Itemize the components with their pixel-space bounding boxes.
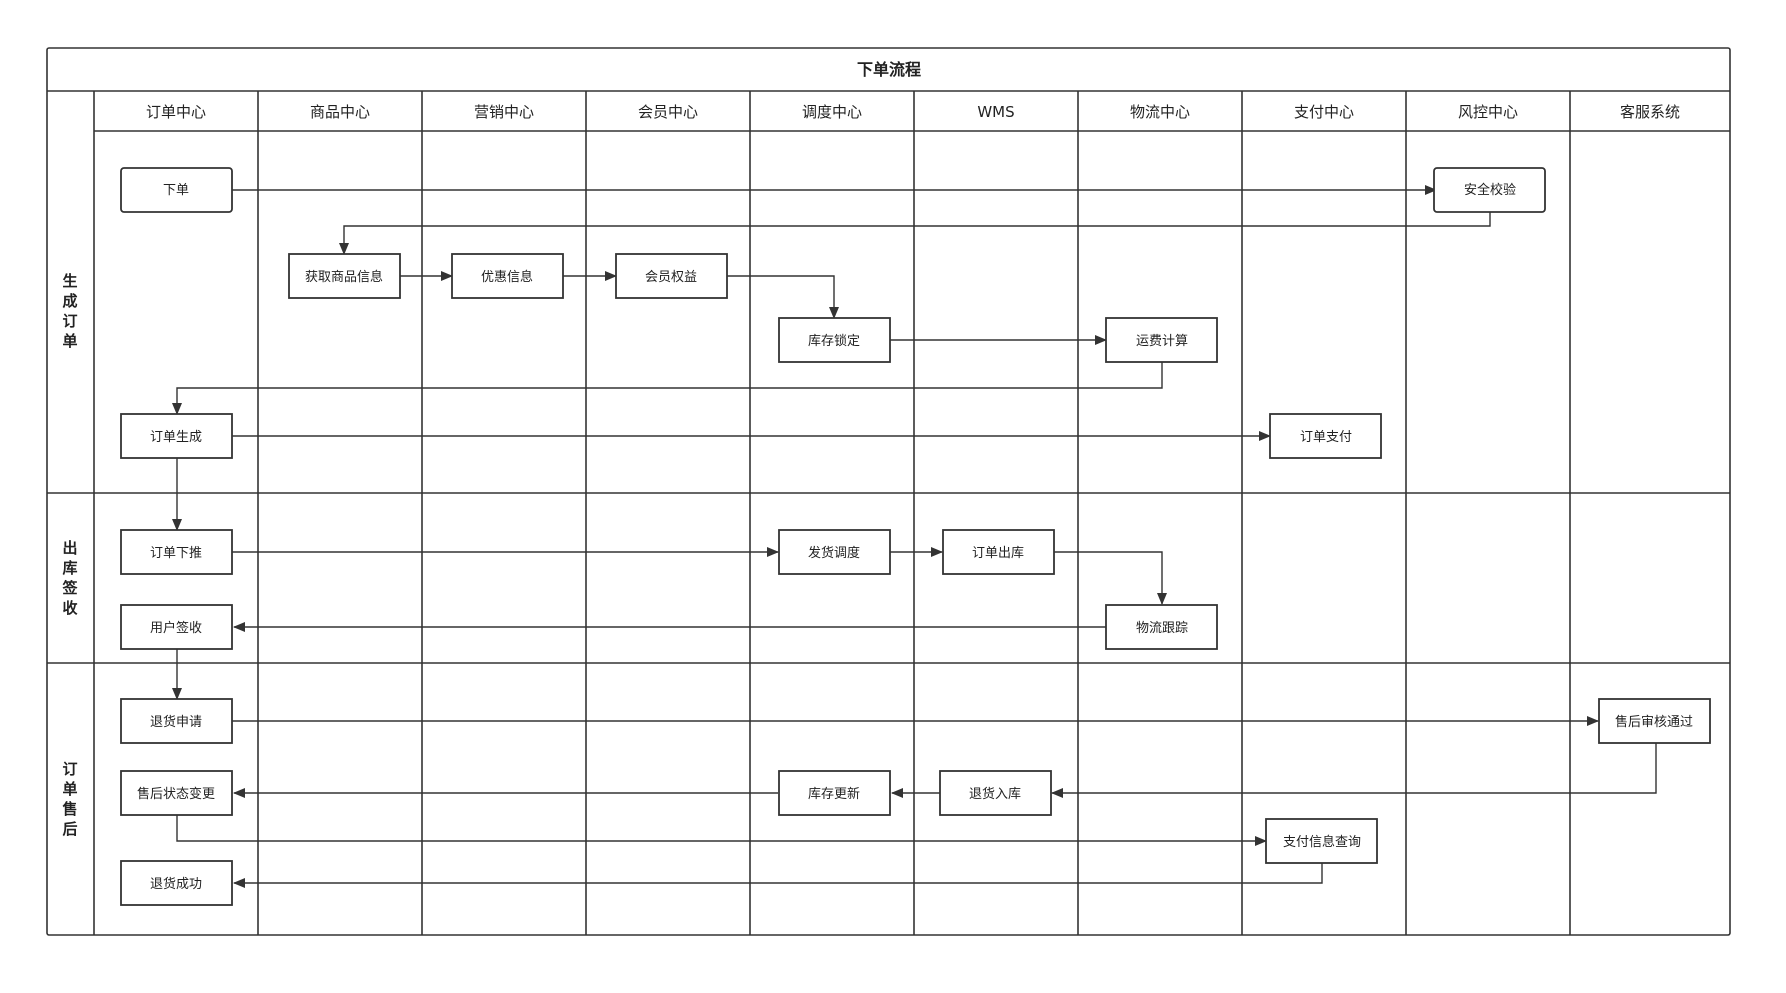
edge-pay-query-to-return-success [233,863,1323,888]
lane-grid [46,47,1731,936]
node-security-check: 安全校验 [1433,167,1546,213]
node-order-created: 订单生成 [120,413,233,459]
row-labels: 生成订单 出库签收 订单售后 [61,272,78,838]
node-aftersale-approved: 售后审核通过 [1598,698,1711,744]
node-label: 安全校验 [1464,182,1516,198]
node-label: 订单生成 [150,430,202,445]
col-header-marketing-center: 营销中心 [474,103,534,121]
row-label-create-order: 生成订单 [62,272,77,350]
diagram-title: 下单流程 [857,60,921,79]
node-order-pay: 订单支付 [1269,413,1382,459]
node-label: 订单下推 [150,546,202,561]
col-header-order-center: 订单中心 [146,103,206,121]
col-header-product-center: 商品中心 [310,103,370,121]
node-user-sign: 用户签收 [120,604,233,650]
outer-frame [46,47,1731,936]
node-pay-query: 支付信息查询 [1265,818,1378,864]
node-order-outbound: 订单出库 [942,529,1055,575]
node-label: 退货入库 [969,786,1021,802]
col-header-dispatch-center: 调度中心 [802,103,862,121]
node-stock-update: 库存更新 [778,770,891,816]
node-label: 物流跟踪 [1136,621,1188,636]
row-label-outbound-sign: 出库签收 [61,539,78,617]
node-logistics-track: 物流跟踪 [1105,604,1218,650]
node-product-info: 获取商品信息 [288,253,401,299]
node-place-order: 下单 [120,167,233,213]
node-label: 退货申请 [150,714,202,730]
node-stock-lock: 库存锁定 [778,317,891,363]
node-label: 会员权益 [645,269,697,285]
col-header-payment-center: 支付中心 [1294,103,1354,121]
node-label: 订单出库 [972,545,1024,561]
node-aftersale-status: 售后状态变更 [120,770,233,816]
node-label: 订单支付 [1300,430,1352,445]
node-label: 优惠信息 [481,269,533,285]
col-header-customer-service: 客服系统 [1620,103,1680,121]
node-ship-dispatch: 发货调度 [778,529,891,575]
node-label: 售后审核通过 [1615,714,1693,730]
col-header-member-center: 会员中心 [638,103,698,121]
edge-security-check-to-product-info [339,212,1491,255]
node-return-apply: 退货申请 [120,698,233,744]
edge-aftersale-status-to-pay-query [176,815,1267,846]
edge-freight-calc-to-order-created [172,362,1163,415]
node-label: 支付信息查询 [1283,834,1361,850]
nodes: 下单 安全校验 获取商品信息 优惠信息 会员权益 库存锁定 运费计算 订单生成 [120,167,1711,906]
row-label-after-sale: 订单售后 [62,760,77,838]
node-member-rights: 会员权益 [615,253,728,299]
node-label: 退货成功 [150,876,202,892]
node-label: 下单 [163,183,189,198]
node-order-push: 订单下推 [120,529,233,575]
edge-member-rights-to-stock-lock [727,275,839,319]
node-label: 售后状态变更 [137,786,215,802]
node-label: 用户签收 [150,620,202,636]
node-freight-calc: 运费计算 [1105,317,1218,363]
node-promo-info: 优惠信息 [451,253,564,299]
node-label: 库存锁定 [808,333,860,349]
node-label: 获取商品信息 [305,269,383,285]
edge-order-outbound-to-logistics-track [1054,551,1167,605]
node-return-success: 退货成功 [120,860,233,906]
column-headers: 订单中心 商品中心 营销中心 会员中心 调度中心 WMS 物流中心 支付中心 风… [146,103,1680,121]
edge-aftersale-approved-to-return-inbound [1051,743,1657,798]
col-header-wms: WMS [977,103,1014,121]
node-return-inbound: 退货入库 [939,770,1052,816]
node-label: 运费计算 [1136,334,1188,349]
col-header-logistics-center: 物流中心 [1130,103,1190,121]
node-label: 发货调度 [808,545,860,561]
edges [172,185,1657,888]
node-label: 库存更新 [808,786,860,802]
col-header-risk-center: 风控中心 [1458,103,1518,121]
